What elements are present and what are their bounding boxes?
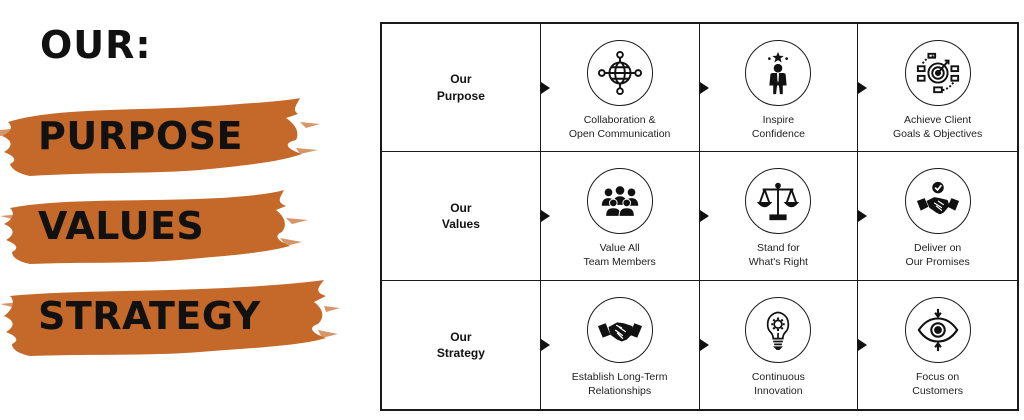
person-star-icon xyxy=(768,51,789,95)
item-caption: Establish Long-Term Relationships xyxy=(572,371,668,398)
caption-line: Our Promises xyxy=(905,255,970,268)
handshake-check-icon xyxy=(916,182,959,215)
caption-line: Achieve Client xyxy=(904,114,972,127)
item-caption: Focus on Customers xyxy=(912,371,963,398)
row-label-values: Our Values xyxy=(442,200,480,232)
value-cell: Stand for What's Right xyxy=(699,152,859,281)
arrow-right-icon xyxy=(858,209,868,222)
value-cell: Inspire Confidence xyxy=(699,24,859,153)
caption-line: Relationships xyxy=(588,384,652,397)
caption-line: What's Right xyxy=(748,255,808,268)
left-panel: OUR: PURPOSE VALUES STRATEGY xyxy=(0,0,370,420)
item-caption: Continuous Innovation xyxy=(752,371,805,398)
caption-line: Value All xyxy=(599,242,640,255)
target-icon xyxy=(916,52,959,94)
arrow-right-icon xyxy=(540,209,550,222)
item-caption: Deliver on Our Promises xyxy=(906,242,970,269)
lightbulb-gear-icon xyxy=(767,311,790,351)
item-caption: Inspire Confidence xyxy=(752,114,805,141)
icon-circle xyxy=(904,168,971,235)
eye-focus-icon xyxy=(917,309,959,352)
brush-stroke-shape xyxy=(0,98,320,176)
value-cell: Focus on Customers xyxy=(858,281,1017,409)
arrow-right-icon xyxy=(540,81,550,94)
icon-circle xyxy=(745,168,812,235)
arrow-right-icon xyxy=(858,81,868,94)
value-cell: Establish Long-Term Relationships xyxy=(540,280,700,409)
value-cell: Achieve Client Goals & Objectives xyxy=(858,24,1017,153)
brush-stroke-shape xyxy=(0,280,340,356)
row-label-line: Values xyxy=(441,216,480,231)
caption-line: Team Members xyxy=(583,255,656,268)
caption-line: Customers xyxy=(912,384,963,397)
icon-circle xyxy=(586,168,653,235)
row-label-cell: Our Values xyxy=(382,152,541,281)
icon-circle xyxy=(904,297,971,364)
brush-word-values: VALUES xyxy=(38,204,205,249)
row-label-line: Our xyxy=(450,72,472,87)
caption-line: Goals & Objectives xyxy=(892,127,983,140)
brush-word-purpose: PURPOSE xyxy=(38,114,243,159)
arrow-right-icon xyxy=(858,338,868,351)
row-label-line: Purpose xyxy=(436,88,485,103)
globe-network-icon xyxy=(597,50,642,96)
brush-stroke-shape xyxy=(0,190,308,264)
brush-stroke-strategy: STRATEGY xyxy=(0,272,340,362)
icon-circle xyxy=(745,297,812,364)
item-caption: Collaboration & Open Communication xyxy=(569,114,671,141)
scales-icon xyxy=(757,183,800,221)
arrow-right-icon xyxy=(540,338,550,351)
row-label-cell: Our Strategy xyxy=(382,280,541,409)
brush-stroke-values: VALUES xyxy=(0,182,340,272)
row-label-line: Strategy xyxy=(436,345,485,360)
row-label-strategy: Our Strategy xyxy=(437,329,485,361)
value-cell: Collaboration & Open Communication xyxy=(540,24,700,153)
caption-line: Inspire xyxy=(762,114,795,127)
item-caption: Achieve Client Goals & Objectives xyxy=(893,114,982,141)
our-heading: OUR: xyxy=(40,23,152,67)
item-caption: Stand for What's Right xyxy=(749,242,808,269)
row-label-line: Our xyxy=(450,200,472,215)
caption-line: Stand for xyxy=(757,242,800,255)
row-label-cell: Our Purpose xyxy=(382,24,541,153)
arrow-right-icon xyxy=(699,209,709,222)
icon-circle xyxy=(586,297,653,364)
value-cell: Value All Team Members xyxy=(540,152,700,281)
caption-line: Collaboration & xyxy=(583,114,656,127)
item-caption: Value All Team Members xyxy=(583,242,655,269)
value-cell: Deliver on Our Promises xyxy=(858,152,1017,281)
caption-line: Establish Long-Term xyxy=(571,371,668,384)
strategy-table: Our Purpose Collaboration & Open Communi… xyxy=(380,22,1019,411)
caption-line: Confidence xyxy=(751,127,805,140)
row-label-line: Our xyxy=(450,329,472,344)
caption-line: Deliver on xyxy=(913,242,962,255)
icon-circle xyxy=(904,40,971,107)
caption-line: Focus on xyxy=(916,371,960,384)
value-cell: Continuous Innovation xyxy=(699,280,859,409)
brush-word-strategy: STRATEGY xyxy=(38,294,261,339)
icon-circle xyxy=(745,40,812,107)
team-group-icon xyxy=(601,186,638,218)
arrow-right-icon xyxy=(699,81,709,94)
icon-circle xyxy=(586,40,653,107)
arrow-right-icon xyxy=(699,338,709,351)
row-label-purpose: Our Purpose xyxy=(437,71,485,103)
caption-line: Open Communication xyxy=(568,127,671,140)
brush-stroke-purpose: PURPOSE xyxy=(0,92,340,182)
caption-line: Innovation xyxy=(754,384,803,397)
handshake-icon xyxy=(597,322,642,342)
caption-line: Continuous xyxy=(751,371,805,384)
